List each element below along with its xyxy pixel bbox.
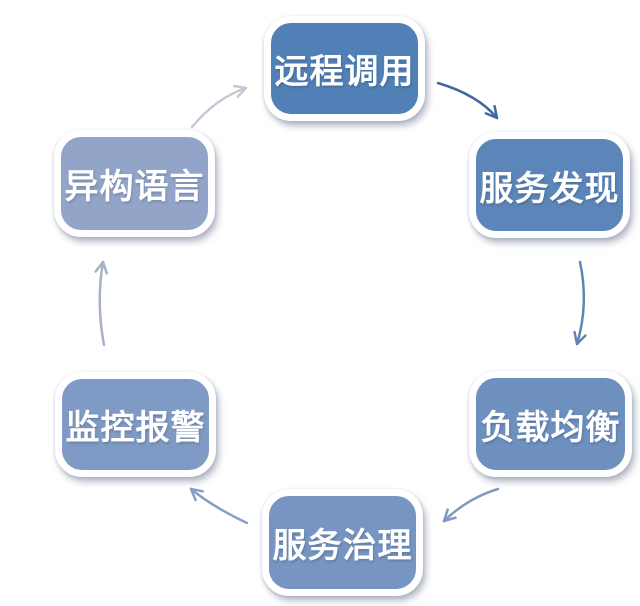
arrow-head-icon <box>94 260 109 275</box>
arrow-line <box>98 260 106 347</box>
node-monitoring-alert: 监控报警 <box>55 372 216 477</box>
arrow-remote-call-to-service-discovery <box>436 81 499 120</box>
arrow-monitoring-alert-to-heterogeneous-language <box>94 260 109 347</box>
node-service-governance: 服务治理 <box>262 489 423 596</box>
arrow-line <box>190 86 248 129</box>
arrow-line <box>442 487 500 523</box>
arrow-service-governance-to-monitoring-alert <box>189 487 249 525</box>
node-monitoring-alert-label: 监控报警 <box>65 408 206 448</box>
arrow-head-icon <box>442 508 457 523</box>
node-heterogeneous-language: 异构语言 <box>54 130 215 237</box>
node-remote-call: 远程调用 <box>264 16 425 121</box>
node-service-discovery-label: 服务发现 <box>479 168 620 209</box>
node-service-governance-label: 服务治理 <box>272 526 413 566</box>
node-heterogeneous-language-label: 异构语言 <box>64 167 205 207</box>
arrow-head-icon <box>573 330 587 346</box>
node-load-balancing: 负载均衡 <box>469 371 632 477</box>
node-remote-call-label: 远程调用 <box>274 52 415 92</box>
node-service-discovery: 服务发现 <box>469 132 630 238</box>
arrow-service-discovery-to-load-balancing <box>573 260 587 346</box>
arrow-head-icon <box>189 487 205 502</box>
arrow-line <box>575 260 586 346</box>
arrow-heterogeneous-language-to-remote-call <box>190 84 248 129</box>
arrow-line <box>189 487 249 525</box>
arrow-load-balancing-to-service-governance <box>442 487 500 523</box>
arrow-head-icon <box>484 104 499 120</box>
arrow-line <box>436 81 499 120</box>
arrow-head-icon <box>232 84 248 98</box>
node-load-balancing-label: 负载均衡 <box>480 407 621 448</box>
